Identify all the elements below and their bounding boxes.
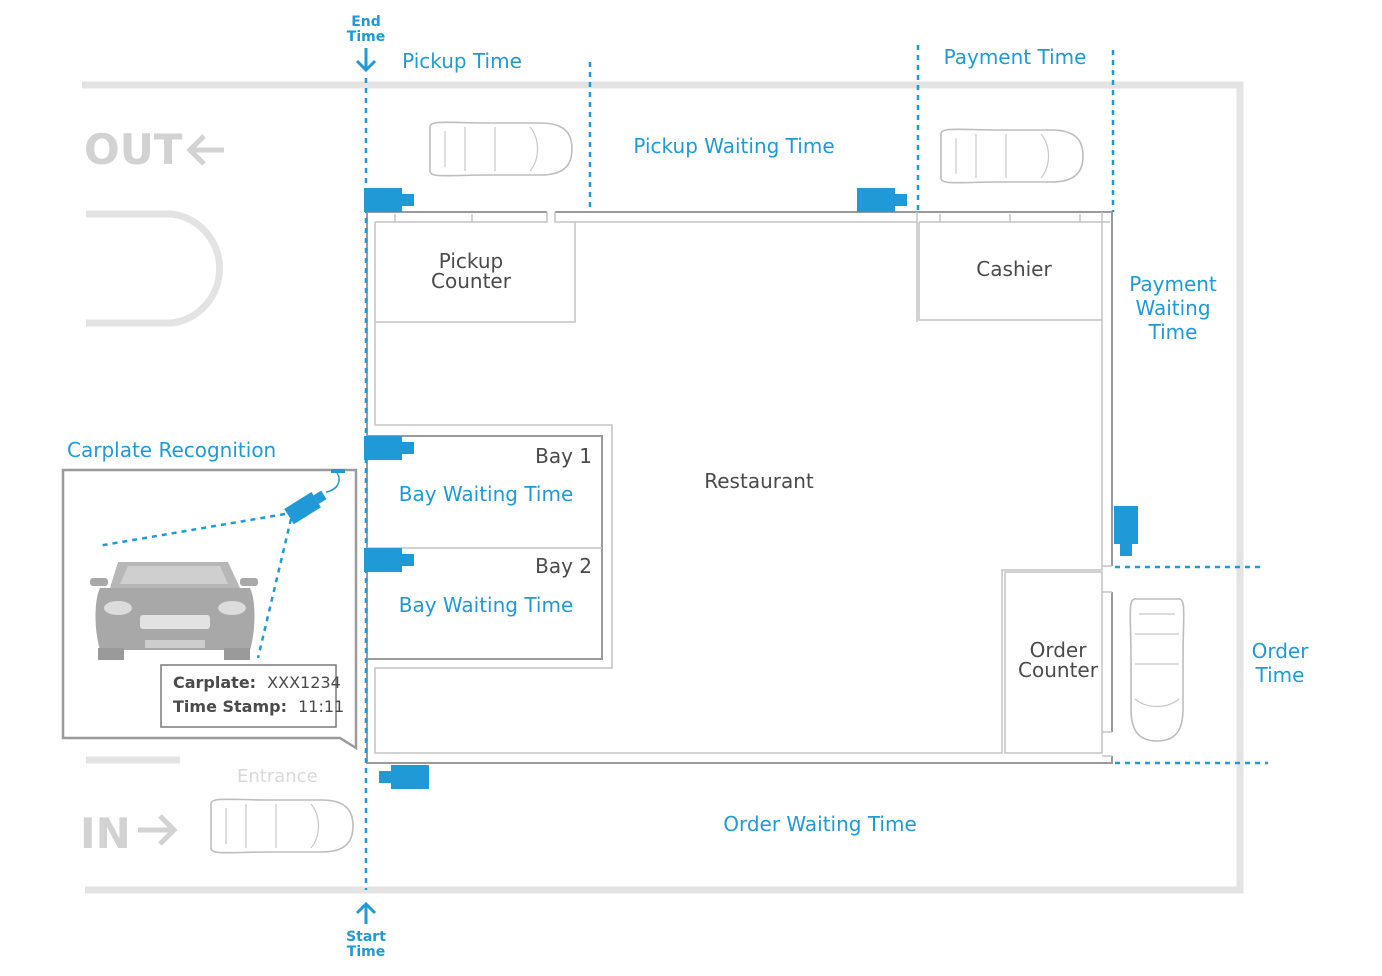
out-label: OUT <box>84 125 183 174</box>
pickup-time-label: Pickup Time <box>402 49 522 73</box>
restaurant-building <box>366 211 1113 764</box>
in-label-group: IN <box>80 809 178 858</box>
bay1-label: Bay 1 <box>535 444 592 468</box>
carplate-recognition-title: Carplate Recognition <box>67 438 276 462</box>
carplate-label: Carplate: <box>173 673 256 692</box>
timestamp-label: Time Stamp: <box>173 697 287 716</box>
camera-icon <box>284 490 327 525</box>
end-time-label-2: Time <box>347 29 385 45</box>
restaurant-label: Restaurant <box>704 469 814 493</box>
car-order-icon <box>1129 598 1185 742</box>
order-waiting-time-label: Order Waiting Time <box>723 812 917 836</box>
pickup-waiting-time-label: Pickup Waiting Time <box>633 134 834 158</box>
order-time-label-1: Order <box>1252 639 1310 663</box>
order-time-label-2: Time <box>1255 663 1305 687</box>
carplate-info-box: Carplate: XXX1234 Time Stamp: 11:11 <box>160 664 344 728</box>
camera-icon <box>364 436 414 460</box>
order-counter-label-1: Order <box>1030 638 1088 662</box>
end-time-label-1: End <box>351 14 381 30</box>
in-label: IN <box>80 809 131 858</box>
pickup-counter-label-1: Pickup <box>439 249 504 273</box>
car-payment-icon <box>940 128 1084 184</box>
parking-lot-outline <box>82 81 1244 894</box>
arrow-right-icon <box>138 814 178 846</box>
bay2-waiting-time-label: Bay Waiting Time <box>399 593 574 617</box>
car-pickup-icon <box>429 121 573 177</box>
out-label-group: OUT <box>84 125 224 174</box>
bay1-waiting-time-label: Bay Waiting Time <box>399 482 574 506</box>
camera-icon <box>857 188 907 212</box>
car-entrance-icon <box>210 798 354 854</box>
camera-icon <box>364 188 414 212</box>
start-time-label-1: Start <box>346 929 386 945</box>
arrow-down-icon <box>355 48 377 73</box>
arrow-left-icon <box>186 134 224 166</box>
carplate-value: XXX1234 <box>267 673 341 692</box>
payment-time-label: Payment Time <box>944 45 1087 69</box>
bay2-label: Bay 2 <box>535 554 592 578</box>
time-boundaries <box>364 45 1268 890</box>
svg-text:Carplate: XXX1234: Carplate: XXX1234 <box>173 673 341 692</box>
start-time-label-2: Time <box>347 944 385 960</box>
camera-icon <box>364 548 414 572</box>
car-front-icon <box>90 562 258 660</box>
payment-waiting-time-label-3: Time <box>1148 320 1198 344</box>
cashier-label: Cashier <box>976 257 1052 281</box>
payment-waiting-time-label-2: Waiting <box>1135 296 1210 320</box>
order-counter-label-2: Counter <box>1018 658 1099 682</box>
arrow-up-icon <box>355 901 377 924</box>
camera-icon <box>1114 506 1138 556</box>
svg-text:Time Stamp: 11:11: Time Stamp: 11:11 <box>173 697 344 716</box>
payment-waiting-time-label-1: Payment <box>1129 272 1217 296</box>
pickup-counter-label-2: Counter <box>431 269 512 293</box>
timestamp-value: 11:11 <box>298 697 344 716</box>
camera-icon <box>379 765 429 789</box>
carplate-callout: Carplate: XXX1234 Time Stamp: 11:11 <box>61 468 358 751</box>
entrance-label: Entrance <box>237 766 318 787</box>
